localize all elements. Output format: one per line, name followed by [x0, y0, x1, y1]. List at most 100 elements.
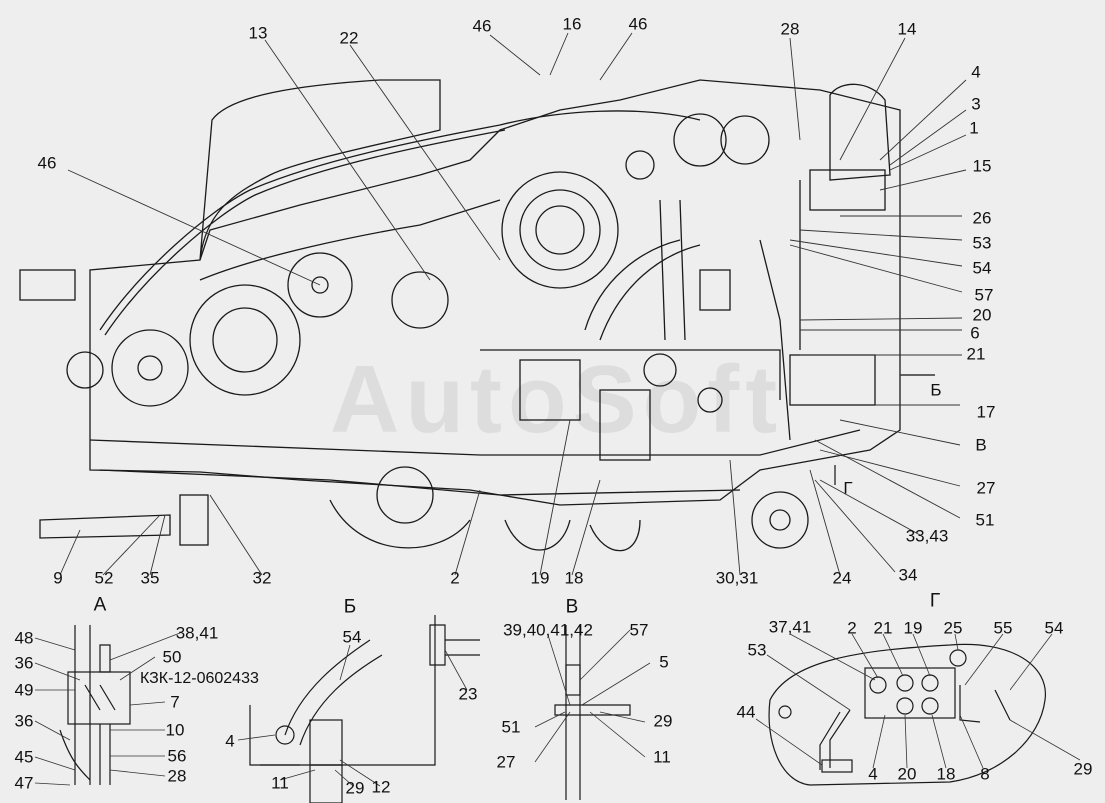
- callout: 20: [897, 764, 917, 784]
- large-pulley: [189, 284, 301, 396]
- callout: 45: [14, 747, 34, 767]
- callout: 5: [659, 652, 669, 672]
- callout: 18: [936, 764, 956, 784]
- callout: 30,31: [715, 568, 759, 588]
- callout: 19: [530, 568, 550, 588]
- callout: 54: [342, 627, 362, 647]
- callout: 47: [14, 773, 34, 793]
- tank: [829, 83, 891, 181]
- reservoir: [789, 354, 876, 406]
- callout: 46: [37, 153, 57, 173]
- callout: 56: [167, 746, 187, 766]
- hose-run-1: [99, 110, 701, 331]
- callout: 2: [847, 618, 857, 638]
- callout: Б: [930, 380, 942, 400]
- hose-run-2: [104, 129, 506, 336]
- callout: 53: [747, 640, 767, 660]
- front-wheel: [751, 491, 809, 549]
- callout: 18: [564, 568, 584, 588]
- valve-block: [809, 169, 886, 211]
- support-wheel: [376, 466, 434, 524]
- callout: 24: [832, 568, 852, 588]
- callout: 49: [14, 680, 34, 700]
- pulley-left: [111, 329, 189, 407]
- callout: 50: [162, 647, 182, 667]
- callout: 33,43: [905, 526, 949, 546]
- callout: 28: [780, 19, 800, 39]
- fan-shroud: [501, 171, 619, 289]
- callout: 26: [972, 208, 992, 228]
- view-g-panel: [768, 643, 1046, 786]
- callout: 15: [972, 156, 992, 176]
- callout: 23: [458, 684, 478, 704]
- fan-pulley: [391, 271, 449, 329]
- watermark: AutoSoft: [330, 346, 784, 453]
- callout: 54: [972, 258, 992, 278]
- callout: 57: [629, 620, 649, 640]
- callout: 4: [971, 62, 981, 82]
- machine-body: [89, 79, 901, 506]
- frame-top-rail: [199, 199, 501, 281]
- callout: 4: [868, 764, 878, 784]
- pulley-mid: [287, 252, 353, 318]
- callout: 14: [897, 19, 917, 39]
- callout: 48: [14, 628, 34, 648]
- callout: 36: [14, 653, 34, 673]
- callout: 9: [53, 568, 63, 588]
- callout: 35: [140, 568, 160, 588]
- callout: В: [975, 435, 987, 455]
- callout: 21: [873, 618, 893, 638]
- callout: 29: [1073, 759, 1093, 779]
- callout: 52: [94, 568, 114, 588]
- callout: 11: [271, 773, 289, 793]
- callout: 51: [501, 717, 521, 737]
- callout: 25: [943, 618, 963, 638]
- callout: Г: [843, 478, 853, 498]
- callout: 29: [345, 778, 365, 798]
- callout: 19: [903, 618, 923, 638]
- callout: 12: [371, 777, 391, 797]
- callout: 27: [976, 478, 996, 498]
- hydraulic-pump-2: [720, 115, 770, 165]
- callout: 28: [167, 766, 187, 786]
- callout: 7: [170, 692, 180, 712]
- hydraulic-pump-1: [673, 113, 727, 167]
- callout: 21: [966, 344, 986, 364]
- callout: 27: [496, 752, 516, 772]
- hose-run-3: [480, 349, 781, 400]
- view-a-title: А: [93, 594, 107, 616]
- callout: 2: [450, 568, 460, 588]
- callout: 22: [339, 28, 359, 48]
- callout: 51: [975, 510, 995, 530]
- callout: 16: [562, 14, 582, 34]
- callout: 10: [165, 720, 185, 740]
- callout: 20: [972, 305, 992, 325]
- callout: 55: [993, 618, 1013, 638]
- view-b-hose: [284, 639, 383, 746]
- view-b-title: Б: [343, 596, 357, 618]
- view-g-title: Г: [929, 590, 941, 612]
- discharge-pipe: [39, 514, 171, 539]
- callout: 17: [976, 402, 996, 422]
- part-code-label: КЗК-12-0602433: [140, 670, 259, 687]
- cab-outline: [199, 79, 441, 261]
- callout: 34: [898, 565, 918, 585]
- callout: 46: [628, 14, 648, 34]
- callout: 54: [1044, 618, 1064, 638]
- callout: 39,40,41,42: [503, 620, 593, 640]
- callout: 1: [969, 118, 979, 138]
- callout: 32: [252, 568, 272, 588]
- callout: 6: [970, 323, 980, 343]
- callout: 37,41: [768, 617, 812, 637]
- filter: [625, 150, 655, 180]
- view-a-block: [67, 671, 131, 725]
- callout: 53: [972, 233, 992, 253]
- callout: 46: [472, 16, 492, 36]
- callout: 29: [653, 711, 673, 731]
- callout: 8: [980, 764, 990, 784]
- callout: 4: [225, 731, 235, 751]
- frame-mid-rail: [89, 429, 861, 456]
- callout: 11: [653, 747, 671, 767]
- callout: 3: [971, 94, 981, 114]
